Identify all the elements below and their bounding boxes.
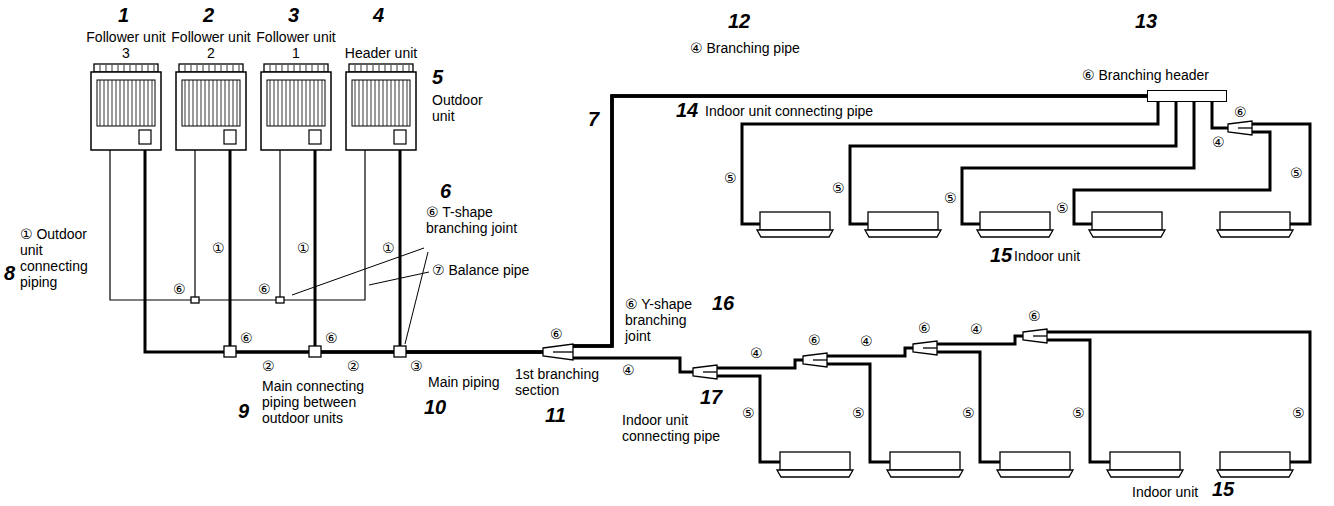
callout-number: 13	[1135, 10, 1157, 33]
unit-caption: Follower unit 3	[82, 29, 170, 61]
part-label: ②	[347, 358, 360, 374]
part-label: ⑤	[1292, 405, 1305, 421]
callout-number: 6	[440, 180, 451, 203]
part-label: ④	[860, 333, 873, 349]
part-label: ⑤	[1290, 165, 1303, 181]
refrigerant-pipe	[400, 96, 1147, 352]
part-label: ①	[382, 240, 395, 256]
part-label: ⑥	[325, 330, 338, 346]
refrigerant-pipe	[573, 102, 1310, 462]
outdoor-unit: Follower unit 2	[175, 64, 247, 150]
callout-number: 10	[424, 396, 446, 419]
part-label: ④	[622, 362, 635, 378]
part-label: Outdoor unit	[432, 92, 492, 124]
part-label: ⑥	[1028, 308, 1041, 324]
part-label: Main piping	[428, 374, 500, 390]
outdoor-unit: Follower unit 1	[260, 64, 332, 150]
part-label: ⑤	[944, 190, 957, 206]
leader-line	[292, 248, 429, 344]
part-label: ⑤	[832, 180, 845, 196]
part-label: ⑥	[918, 320, 931, 336]
callout-number: 15	[990, 244, 1012, 267]
part-label: ⑤	[1056, 200, 1069, 216]
y-shape-joint	[543, 121, 1252, 379]
outdoor-unit-drawing	[345, 64, 417, 150]
outdoor-unit-drawing	[90, 64, 162, 150]
callout-number: 1	[118, 4, 129, 27]
outdoor-unit: Header unit	[345, 64, 417, 150]
part-label: Main connecting piping between outdoor u…	[262, 378, 380, 426]
part-label: ⑥	[258, 281, 271, 297]
part-label: ⑤	[852, 405, 865, 421]
part-label: ⑤	[724, 170, 737, 186]
part-label: ①	[212, 240, 225, 256]
part-label: ④	[970, 321, 983, 337]
part-label: Indoor unit connecting pipe	[705, 103, 873, 119]
part-label: Indoor unit	[1132, 484, 1198, 500]
outdoor-unit-drawing	[260, 64, 332, 150]
part-label: ⑥ T-shape branching joint	[426, 204, 538, 236]
part-label: ⑥	[808, 332, 821, 348]
part-label: ⑤	[1072, 405, 1085, 421]
header-caption: ⑥ Branching header	[1082, 67, 1209, 83]
unit-caption: Follower unit 2	[167, 29, 255, 61]
callout-number: 4	[373, 4, 384, 27]
part-label: ②	[262, 358, 275, 374]
unit-caption: Header unit	[337, 45, 425, 61]
part-label: 1st branching section	[515, 366, 603, 398]
part-label: ④ Branching pipe	[690, 40, 800, 56]
part-label: ⑥	[240, 330, 253, 346]
callout-number: 11	[545, 404, 566, 427]
indoor-unit	[757, 212, 1293, 477]
part-label: ① Outdoor unit connecting piping	[20, 226, 106, 290]
part-label: ⑥	[550, 326, 563, 342]
part-label: Indoor unit connecting pipe	[622, 412, 742, 444]
callout-number: 12	[728, 10, 750, 33]
callout-number: 2	[203, 4, 214, 27]
outdoor-unit: Follower unit 3	[90, 64, 162, 150]
callout-number: 3	[288, 4, 299, 27]
part-label: ⑥	[1234, 104, 1247, 120]
balance-pipe	[110, 150, 365, 300]
part-label: ⑦ Balance pipe	[432, 262, 529, 278]
part-label: ④	[750, 345, 763, 361]
part-label: ③	[410, 358, 423, 374]
part-label: ⑥ Y-shape branching joint	[625, 296, 710, 344]
callout-number: 8	[4, 262, 15, 285]
part-label: ④	[1212, 134, 1225, 150]
callout-number: 14	[676, 99, 698, 122]
callout-number: 15	[1212, 478, 1234, 501]
part-label: Indoor unit	[1014, 248, 1080, 264]
part-label: ①	[297, 240, 310, 256]
t-shape-joint	[191, 297, 406, 357]
callout-number: 9	[238, 400, 249, 423]
part-label: ⑤	[742, 405, 755, 421]
branching-header: ⑥ Branching header	[1147, 90, 1227, 102]
callout-number: 5	[432, 66, 443, 89]
callout-number: 17	[700, 386, 722, 409]
unit-caption: Follower unit 1	[252, 29, 340, 61]
part-label: ⑥	[173, 281, 186, 297]
refrigerant-pipe	[315, 96, 1147, 352]
callout-number: 7	[588, 108, 599, 131]
outdoor-unit-drawing	[175, 64, 247, 150]
callout-number: 16	[712, 292, 734, 315]
part-label: ⑤	[962, 405, 975, 421]
